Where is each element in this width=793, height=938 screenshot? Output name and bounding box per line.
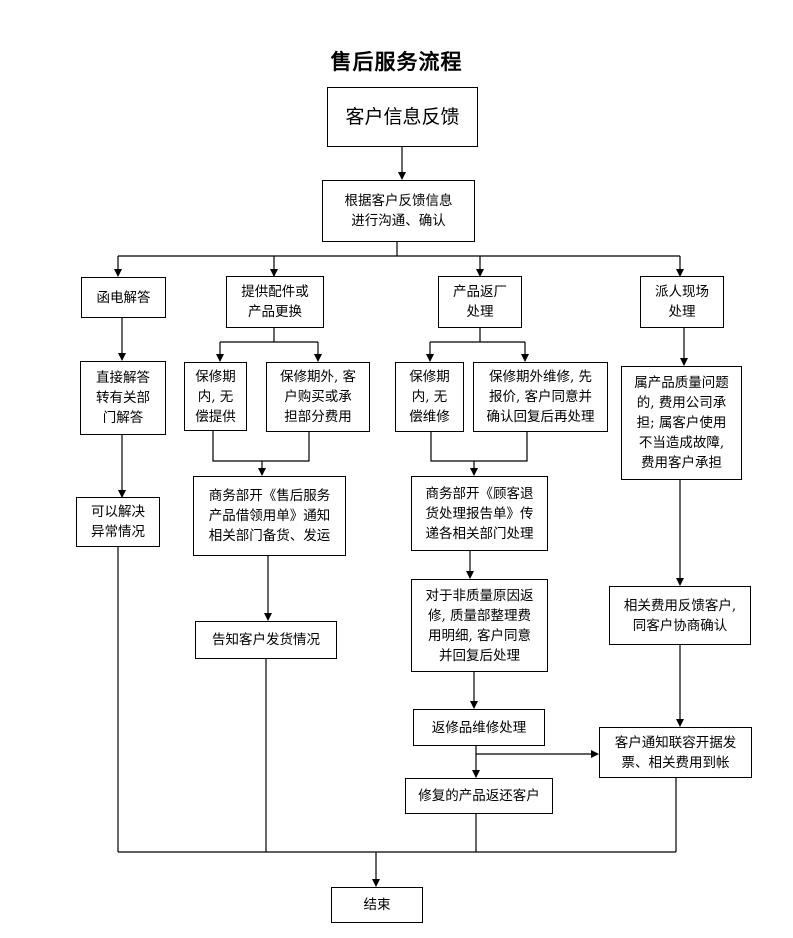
node-direct-answer: 直接解答 转有关部 门解答 <box>80 361 166 435</box>
node-parts-replacement: 提供配件或 产品更换 <box>226 276 324 328</box>
node-notify-shipping: 告知客户发货情况 <box>195 621 337 659</box>
node-invoice: 客户通知联容开据发 票、相关费用到帐 <box>599 727 752 778</box>
node-end: 结束 <box>331 887 423 923</box>
node-warranty-in-repair: 保修期 内, 无 偿维修 <box>395 362 464 432</box>
line-return-merge <box>430 432 528 462</box>
node-non-quality-repair: 对于非质量原因返 修, 质量部整理费 用明细, 客户同意 并回复后处理 <box>411 579 548 672</box>
node-communicate-confirm: 根据客户反馈信息 进行沟通、确认 <box>322 180 475 242</box>
page-title: 售后服务流程 <box>330 49 463 74</box>
node-warranty-in-parts: 保修期 内, 无 偿提供 <box>184 362 247 431</box>
node-quality-issue: 属产品质量问题 的, 费用公司承 担; 属客户使用 不当造成故障, 费用客户承担 <box>621 366 742 480</box>
node-loan-form: 商务部开《售后服务 产品借领用单》通知 相关部门备货、发运 <box>193 476 346 556</box>
node-customer-feedback: 客户信息反馈 <box>327 87 478 147</box>
line-parts-merge <box>212 431 310 462</box>
node-repair-processing: 返修品维修处理 <box>413 709 545 746</box>
node-warranty-out-parts: 保修期外, 客 户购买或承 担部分费用 <box>266 362 370 432</box>
node-warranty-out-repair: 保修期外维修, 先 报价, 客户同意并 确认回复后再处理 <box>473 362 608 432</box>
node-onsite-service: 派人现场 处理 <box>640 276 724 328</box>
node-return-form: 商务部开《顾客退 货处理报告单》传 递各相关部门处理 <box>411 476 548 551</box>
node-resolved: 可以解决 异常情况 <box>76 497 160 547</box>
node-fee-feedback: 相关费用反馈客户, 同客户协商确认 <box>609 586 751 645</box>
node-return-repaired: 修复的产品返还客户 <box>405 778 553 814</box>
node-phone-answer: 函电解答 <box>81 277 166 318</box>
node-return-factory: 产品返厂 处理 <box>438 276 522 328</box>
